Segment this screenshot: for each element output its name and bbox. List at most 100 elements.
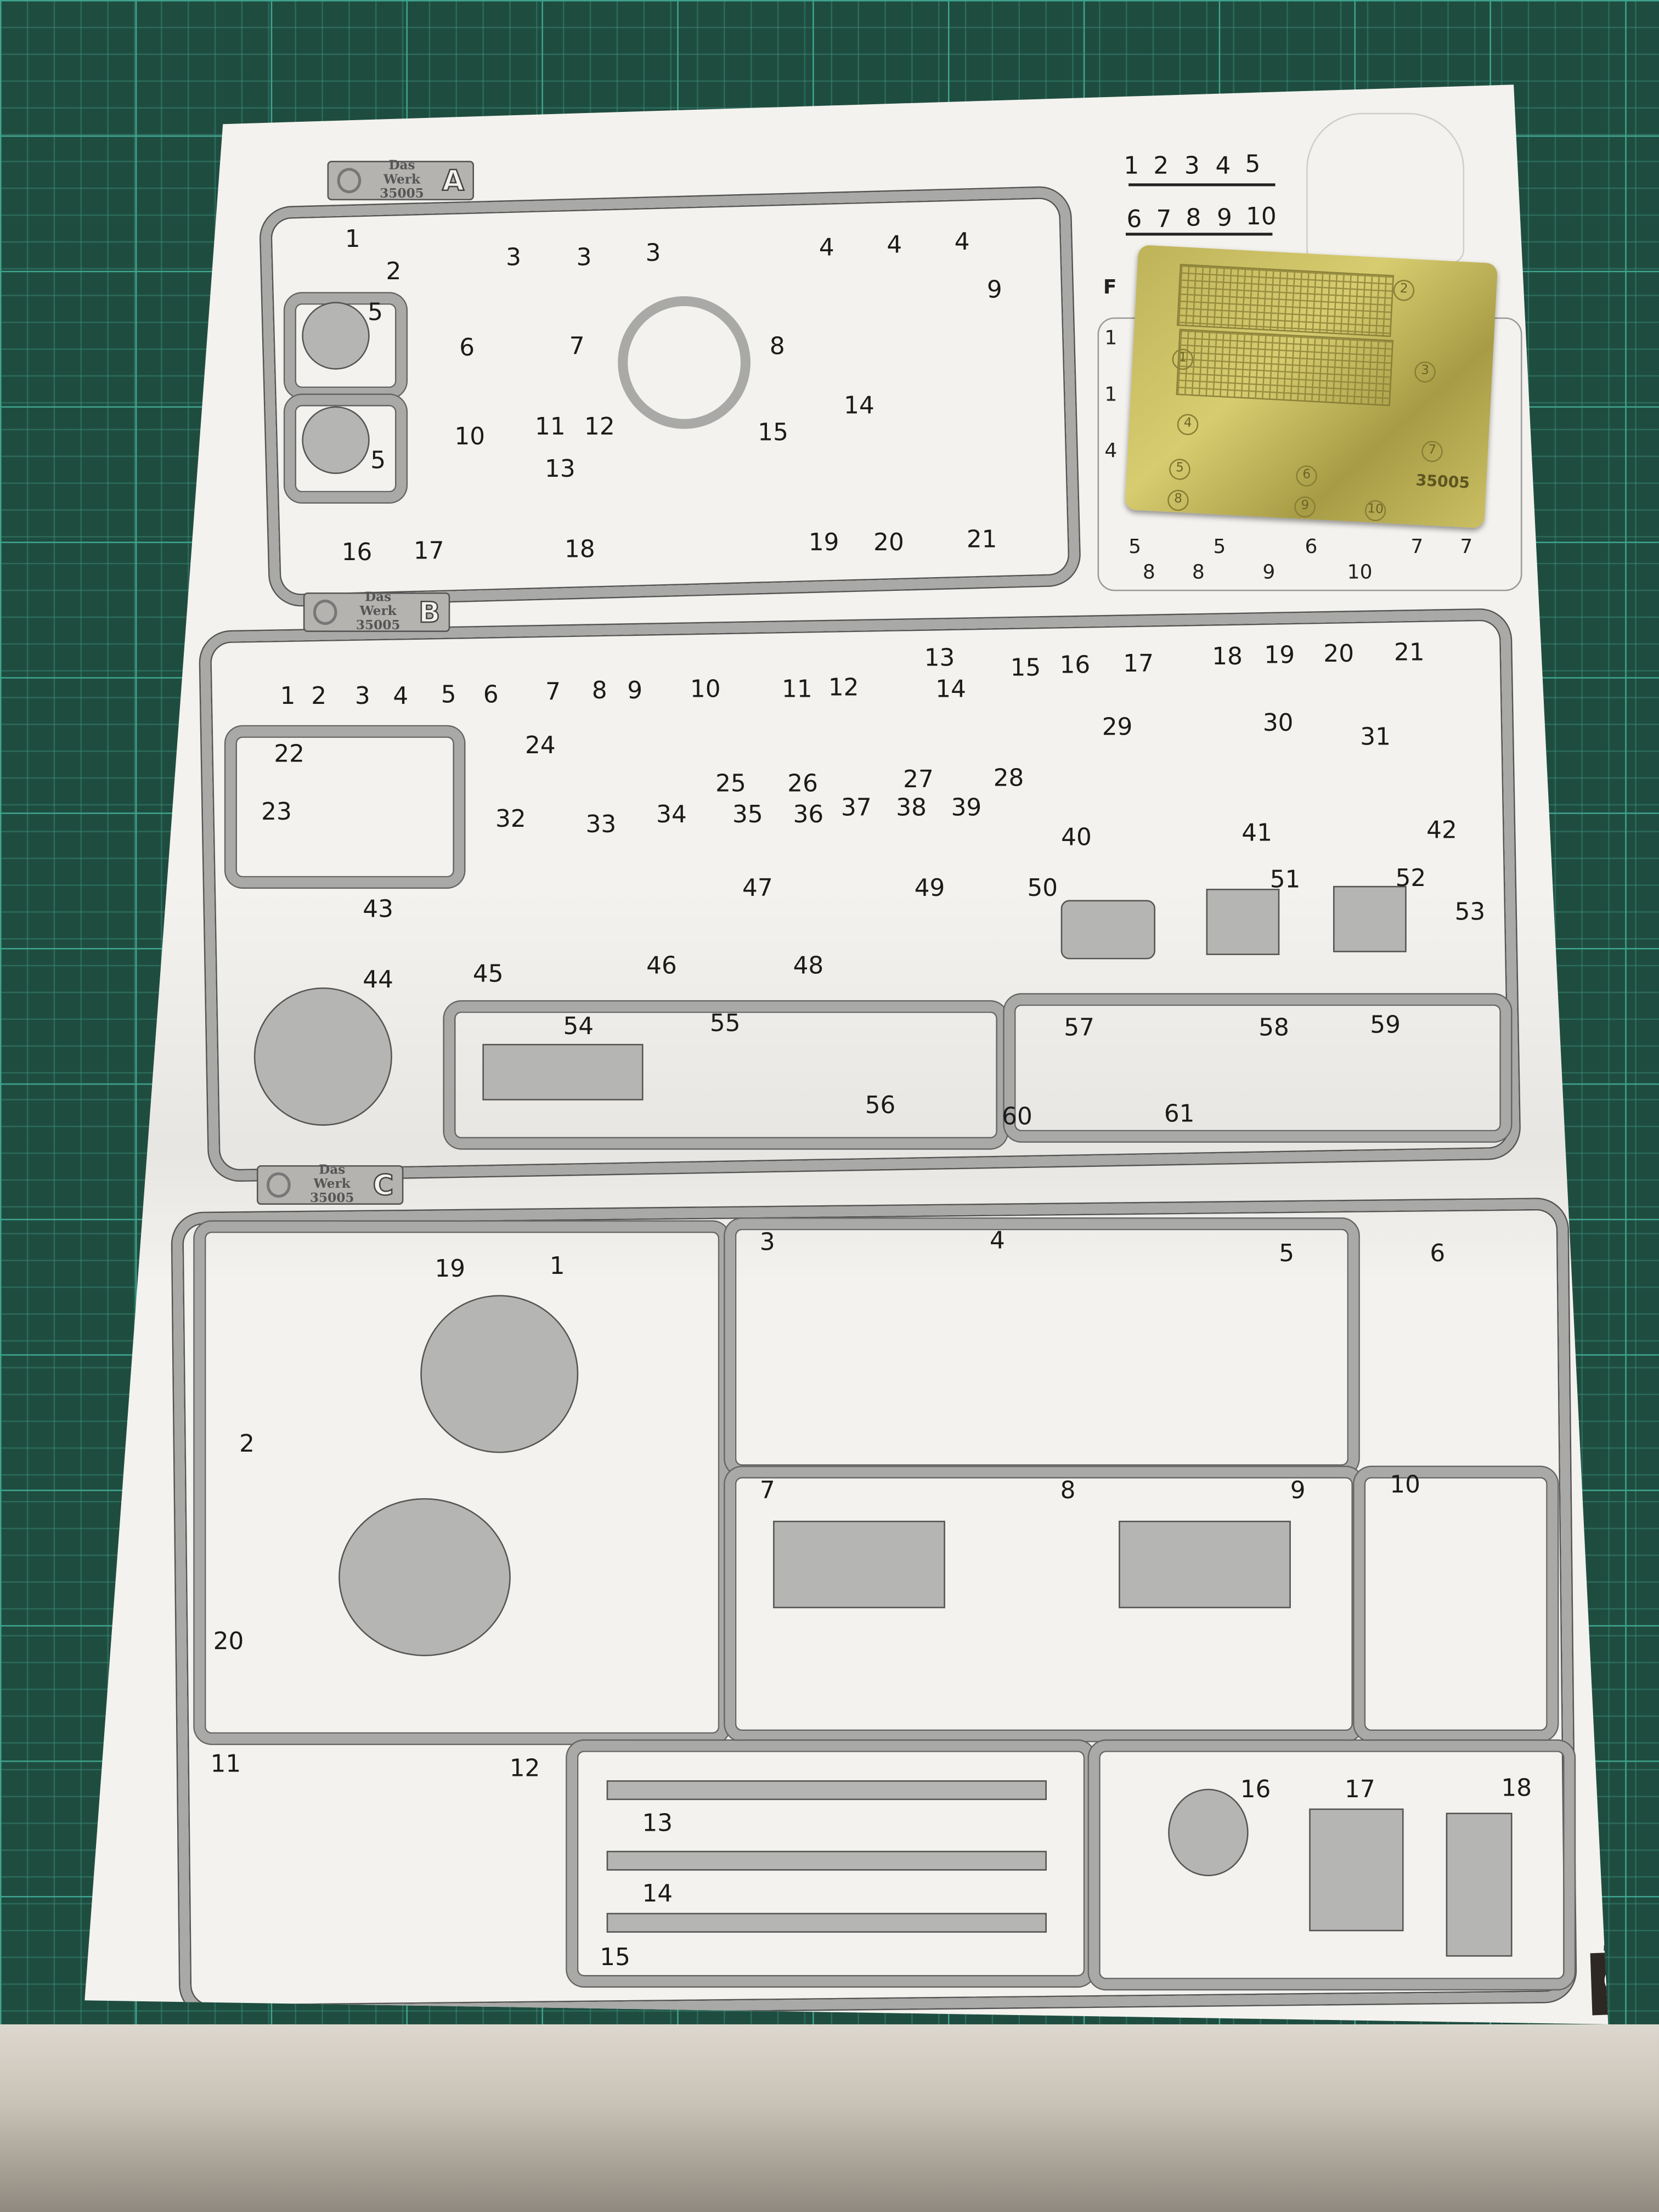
part-number-label: 5 [441, 681, 456, 710]
kit-number: 35005 [380, 187, 424, 202]
part-disc [253, 987, 392, 1126]
pe-part-number: 10 [1364, 499, 1387, 522]
sequence-number: 4 [1215, 152, 1231, 181]
part-number-label: 3 [759, 1228, 775, 1257]
sprue-cell [225, 726, 464, 888]
pe-fret-letter: F [1103, 276, 1117, 300]
part-number-label: 41 [1242, 819, 1272, 848]
part-number-label: 34 [656, 801, 687, 830]
sprue-cell [1354, 1467, 1558, 1741]
pe-part-number: 6 [1295, 465, 1318, 487]
part-number-label: 3 [354, 682, 370, 711]
part-plate [482, 1043, 644, 1101]
part-panel [1446, 1813, 1513, 1957]
part-wheel [302, 406, 370, 474]
part-number-label: 35 [732, 801, 763, 830]
part-number-label: 59 [1370, 1011, 1401, 1040]
part-number-label: 2 [311, 682, 327, 711]
part-number-label: 10 [1390, 1471, 1420, 1500]
part-number-label: 6 [1430, 1240, 1446, 1268]
part-number-label: 10 [690, 675, 721, 704]
part-number-label: 21 [966, 526, 997, 555]
part-number-label: 31 [1360, 724, 1391, 752]
sequence-number: 6 [1126, 206, 1142, 234]
part-number-label: 7 [545, 678, 561, 707]
brand-name: Das Werk [359, 591, 397, 619]
pe-part-number: 8 [1167, 489, 1189, 512]
part-number-label: 16 [1240, 1776, 1271, 1804]
part-number-label: 25 [715, 770, 746, 799]
part-drum [1168, 1788, 1249, 1876]
illustrated-figure [1306, 112, 1465, 264]
part-number-label: 1 [549, 1252, 565, 1281]
part-number-label: 20 [1323, 640, 1355, 669]
sprue-cell [567, 1741, 1095, 1987]
das-werk-logo-icon [313, 599, 338, 625]
part-number-label: 22 [274, 740, 304, 769]
part-number-label: 1 [280, 682, 296, 711]
part-ring-gear [420, 1295, 579, 1453]
pe-key-label: 1 [1104, 383, 1118, 407]
part-number-label: 36 [793, 801, 824, 830]
part-number-label: 7 [569, 332, 585, 362]
part-number-label: 18 [1212, 643, 1243, 672]
part-number-label: 17 [1123, 650, 1154, 679]
part-number-label: 47 [742, 874, 773, 903]
part-number-label: 45 [472, 961, 504, 989]
part-number-label: 9 [986, 276, 1002, 305]
sprue-letter: A [442, 163, 465, 198]
part-number-label: 26 [787, 770, 818, 799]
sprue-cell [1004, 994, 1511, 1142]
part-panel [1333, 885, 1407, 952]
part-number-label: 15 [1010, 654, 1041, 683]
pe-part-number: 7 [1421, 440, 1443, 463]
part-number-label: 44 [363, 966, 393, 995]
part-number-label: 28 [993, 764, 1024, 793]
part-number-label: 2 [239, 1430, 255, 1459]
sprue-cell [285, 293, 407, 398]
part-number-label: 16 [1059, 651, 1091, 680]
part-number-label: 3 [645, 240, 661, 268]
part-number-label: 32 [495, 805, 526, 834]
part-number-label: 29 [1102, 714, 1133, 742]
part-number-label: 10 [454, 423, 486, 452]
part-number-label: 38 [896, 794, 927, 823]
part-number-label: 37 [841, 794, 872, 823]
part-number-label: 4 [393, 682, 409, 711]
part-number-label: 42 [1426, 816, 1457, 845]
part-number-label: 11 [782, 675, 812, 704]
sequence-number: 10 [1246, 203, 1277, 232]
part-number-label: 51 [1269, 866, 1301, 895]
part-number-label: 14 [642, 1880, 673, 1909]
pe-key-label: 7 [1410, 536, 1424, 559]
pe-mesh-grille [1176, 329, 1394, 407]
part-number-label: 4 [819, 234, 834, 263]
part-number-label: 18 [1501, 1774, 1532, 1803]
part-number-label: 8 [1060, 1477, 1076, 1505]
part-number-label: 56 [865, 1092, 896, 1120]
part-number-label: 5 [368, 299, 383, 328]
part-rail [606, 1850, 1047, 1871]
part-number-label: 50 [1027, 874, 1058, 903]
part-number-label: 2 [386, 258, 402, 286]
pe-key-label: 8 [1192, 561, 1205, 584]
part-number-label: 18 [565, 536, 595, 565]
part-number-label: 12 [584, 413, 615, 442]
pe-key-label: 6 [1305, 536, 1318, 559]
part-number-label: 4 [990, 1227, 1005, 1256]
sequence-number: 1 [1124, 152, 1139, 181]
part-number-label: 23 [261, 798, 292, 827]
part-number-label: 61 [1164, 1100, 1195, 1129]
part-number-label: 43 [363, 895, 393, 924]
pe-mesh-grille [1176, 263, 1395, 337]
part-wheel [302, 302, 370, 370]
sequence-number: 7 [1156, 206, 1172, 234]
kit-number: 35005 [309, 1192, 354, 1206]
pe-key-label: 1 [1104, 327, 1118, 350]
part-number-label: 13 [642, 1810, 673, 1838]
part-number-label: 16 [341, 539, 373, 567]
pe-key-label: 5 [1128, 536, 1142, 559]
